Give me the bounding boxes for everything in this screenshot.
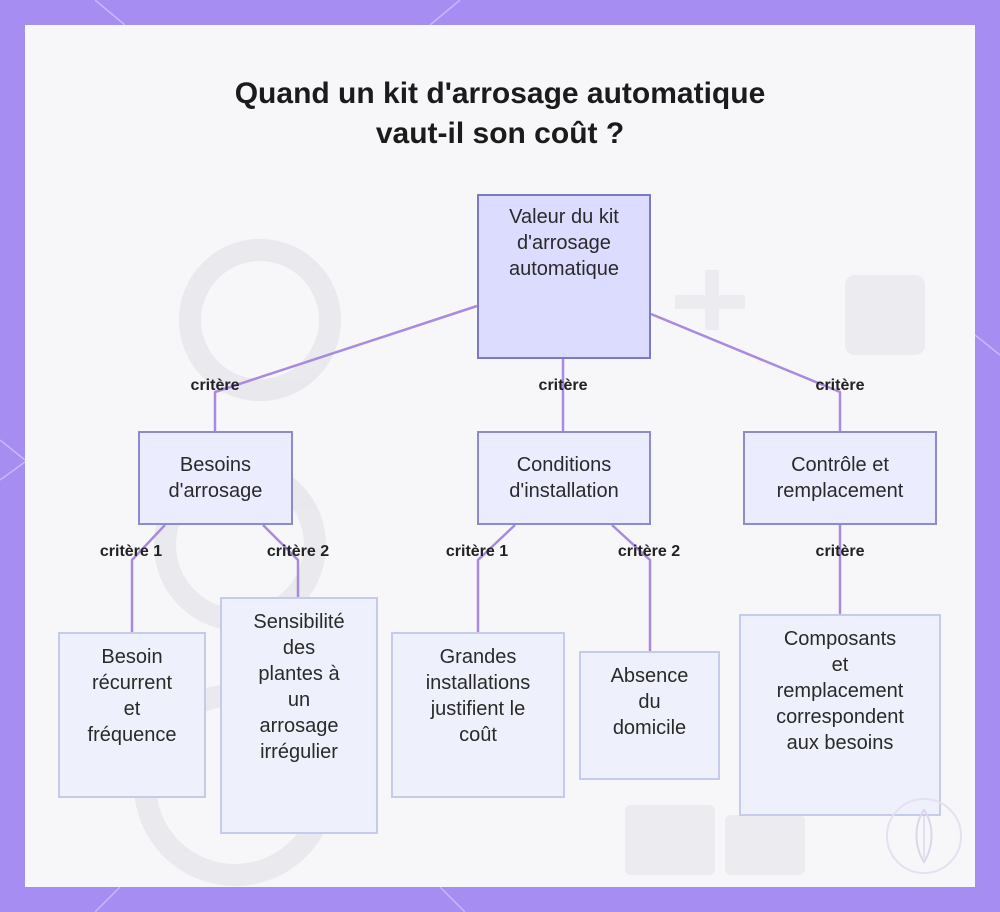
node-besoins-line: d'arrosage: [168, 480, 263, 502]
edge-label-root-besoins: critère: [190, 377, 240, 394]
node-root-line: d'arrosage: [517, 232, 611, 254]
edge-besoins-sensibilite: [262, 524, 300, 597]
leaf-line: plantes à: [258, 663, 340, 685]
edge-besoins-recurrent: [130, 524, 166, 633]
node-besoins-line: Besoins: [179, 454, 252, 476]
leaf-line: Grandes: [439, 646, 517, 668]
leaf-line: Sensibilité: [253, 611, 345, 633]
title-line-1: Quand un kit d'arrosage automatique: [234, 77, 766, 110]
leaf-line: un: [287, 689, 311, 711]
node-composants: Composants et remplacement correspondent…: [739, 614, 941, 816]
node-root-line: Valeur du kit: [509, 206, 619, 228]
edge-label-besoins-1: critère 1: [99, 543, 163, 560]
node-conditions-line: Conditions: [516, 454, 612, 476]
leaf-line: irrégulier: [260, 741, 338, 763]
node-conditions: Conditions d'installation: [477, 431, 651, 525]
edge-conditions-grandes: [476, 524, 516, 633]
edge-label-besoins-2: critère 2: [266, 543, 330, 560]
edge-label-root-conditions: critère: [538, 377, 588, 394]
edge-label-conditions-1: critère 1: [445, 543, 509, 560]
leaf-line: et: [123, 698, 141, 720]
title-line-2: vaut-il son coût ?: [375, 117, 625, 150]
node-besoin-recurrent: Besoin récurrent et fréquence: [58, 632, 206, 798]
leaf-line: Composants: [783, 628, 897, 650]
node-root: Valeur du kit d'arrosage automatique: [477, 194, 651, 359]
leaf-line: remplacement: [776, 680, 904, 702]
leaf-line: du: [638, 691, 661, 713]
watermark-logo-icon: [886, 798, 962, 874]
leaf-line: coût: [459, 724, 497, 746]
node-root-line: automatique: [508, 258, 620, 280]
leaf-line: récurrent: [91, 672, 173, 694]
node-controle: Contrôle et remplacement: [743, 431, 937, 525]
leaf-line: arrosage: [259, 715, 339, 737]
node-sensibilite: Sensibilité des plantes à un arrosage ir…: [220, 597, 378, 834]
leaf-line: Absence: [610, 665, 689, 687]
node-grandes-installations: Grandes installations justifient le coût: [391, 632, 565, 798]
edge-label-controle-1: critère: [815, 543, 865, 560]
node-absence: Absence du domicile: [579, 651, 720, 780]
leaf-line: installations: [425, 672, 531, 694]
node-conditions-line: d'installation: [509, 480, 619, 502]
diagram-title: Quand un kit d'arrosage automatique vaut…: [0, 74, 1000, 154]
node-besoins: Besoins d'arrosage: [138, 431, 293, 525]
node-controle-line: remplacement: [776, 480, 904, 502]
leaf-line: Besoin: [101, 646, 163, 668]
edge-label-root-controle: critère: [815, 377, 865, 394]
leaf-line: justifient le: [430, 698, 526, 720]
leaf-line: domicile: [612, 717, 687, 739]
leaf-line: des: [282, 637, 316, 659]
leaf-line: aux besoins: [786, 732, 894, 754]
leaf-line: et: [831, 654, 849, 676]
edge-root-controle: [650, 312, 842, 432]
edge-conditions-absence: [611, 524, 652, 652]
leaf-line: fréquence: [87, 724, 177, 746]
edge-label-conditions-2: critère 2: [617, 543, 681, 560]
leaf-line: correspondent: [776, 706, 904, 728]
edge-root-besoins: [213, 304, 478, 432]
node-controle-line: Contrôle et: [791, 454, 889, 476]
